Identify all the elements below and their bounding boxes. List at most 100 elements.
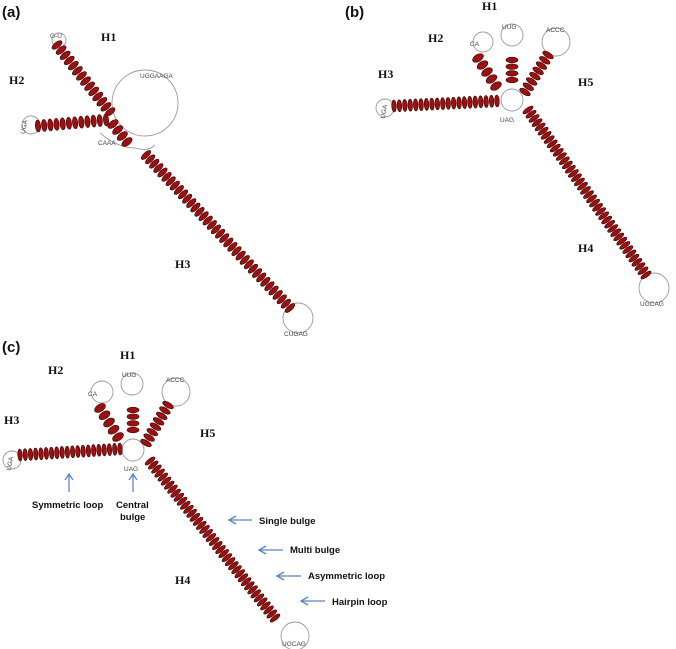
- base-pair-bead: [505, 70, 519, 77]
- nt-a-h1-cap: G-U: [50, 33, 62, 40]
- base-pair-bead: [149, 158, 160, 169]
- base-pair-bead: [202, 529, 213, 538]
- base-pair-bead: [143, 433, 155, 442]
- base-pair-bead: [604, 220, 616, 229]
- base-pair-bead: [84, 81, 95, 91]
- base-pair-bead: [170, 488, 181, 498]
- base-pair-bead: [625, 249, 637, 259]
- nt-b-junction: UAG: [500, 117, 514, 124]
- base-pair-bead: [260, 276, 271, 287]
- base-pair-bead: [256, 272, 267, 283]
- base-pair-bead: [112, 432, 124, 442]
- base-pair-bead: [561, 160, 573, 170]
- helix-b-h2: [472, 53, 502, 91]
- base-pair-bead: [558, 156, 570, 165]
- base-pair-bead: [70, 445, 76, 459]
- label-multi-bulge: Multi bulge: [290, 545, 340, 556]
- base-pair-bead: [212, 541, 223, 550]
- base-pair-bead: [59, 117, 66, 131]
- base-pair-bead: [169, 180, 180, 191]
- base-pair-bead: [199, 525, 210, 534]
- base-pair-bead: [537, 126, 549, 136]
- base-pair-bead: [546, 139, 558, 149]
- base-pair-bead: [266, 609, 277, 619]
- base-pair-bead: [27, 448, 34, 461]
- base-pair-bead: [402, 99, 408, 112]
- base-pair-bead: [98, 410, 111, 420]
- base-pair-bead: [202, 215, 213, 226]
- base-pair-bead: [467, 96, 473, 109]
- base-pair-bead: [107, 119, 119, 129]
- base-pair-bead: [51, 40, 63, 50]
- base-pair-bead: [552, 148, 564, 157]
- base-pair-bead: [637, 266, 649, 275]
- panel-b-h2-label: H2: [428, 31, 443, 45]
- base-pair-bead: [543, 135, 555, 144]
- base-pair-bead: [54, 446, 60, 460]
- base-pair-bead: [264, 281, 275, 291]
- base-pair-bead: [43, 447, 49, 460]
- panel-a-h3-hairpin: [282, 302, 314, 334]
- nt-c-h3-cap: UGA: [6, 456, 15, 472]
- panel-c-h5-label: H5: [200, 426, 215, 440]
- base-pair-bead: [17, 448, 23, 462]
- base-pair-bead: [112, 125, 124, 135]
- base-pair-bead: [33, 447, 39, 461]
- panel-b-label: (b): [345, 4, 364, 21]
- base-pair-bead: [478, 95, 484, 109]
- base-pair-bead: [167, 484, 178, 494]
- helix-a-h1b: [107, 119, 133, 147]
- base-pair-bead: [148, 460, 159, 470]
- base-pair-bead: [173, 185, 184, 195]
- base-pair-bead: [505, 76, 519, 84]
- panel-b-h4-label: H4: [578, 241, 593, 255]
- helix-c-h5: [140, 400, 174, 448]
- base-pair-bead: [141, 150, 151, 160]
- base-pair-bead: [252, 268, 263, 278]
- label-hairpin-loop: Hairpin loop: [332, 597, 388, 608]
- nt-c-h5-cap: ACCC: [166, 377, 185, 384]
- panel-b-h1-hairpin: [500, 23, 524, 47]
- base-pair-bead: [64, 445, 70, 459]
- base-pair-bead: [613, 232, 625, 242]
- base-pair-bead: [145, 154, 156, 165]
- base-pair-bead: [88, 86, 99, 96]
- base-pair-bead: [276, 294, 287, 305]
- arrowhead-symmetric-loop: [64, 472, 74, 481]
- base-pair-bead: [549, 143, 561, 153]
- panel-b-h2-hairpin: [472, 31, 494, 53]
- nt-b-h1-cap: UUG: [502, 24, 516, 31]
- base-pair-bead: [63, 55, 75, 66]
- base-pair-bead: [640, 270, 652, 280]
- base-pair-bead: [529, 71, 541, 81]
- base-pair-bead: [239, 255, 250, 265]
- panel-c-h3-label: H3: [4, 413, 19, 427]
- base-pair-bead: [580, 186, 591, 195]
- base-pair-bead: [221, 553, 233, 563]
- base-pair-bead: [215, 228, 226, 239]
- base-pair-bead: [525, 110, 537, 119]
- base-pair-bead: [80, 76, 91, 86]
- base-pair-bead: [505, 56, 519, 64]
- base-pair-bead: [126, 420, 140, 427]
- base-pair-bead: [525, 77, 538, 86]
- base-pair-bead: [186, 198, 197, 208]
- base-pair-bead: [243, 259, 254, 270]
- base-pair-bead: [592, 203, 603, 212]
- nt-a-multiloop: UGGAAGA: [140, 73, 174, 80]
- base-pair-bead: [555, 152, 567, 161]
- helix-a-h1: [51, 40, 116, 117]
- arrowhead-single-bulge: [227, 515, 237, 525]
- base-pair-bead: [215, 545, 226, 554]
- base-pair-bead: [59, 446, 65, 459]
- base-pair-bead: [164, 480, 175, 490]
- base-pair-bead: [634, 262, 646, 271]
- helix-b-h1: [505, 56, 519, 84]
- base-pair-bead: [22, 448, 28, 461]
- base-pair-bead: [78, 115, 85, 129]
- nt-a-junction: CAAA: [98, 140, 116, 147]
- base-pair-bead: [571, 173, 582, 182]
- base-pair-bead: [161, 172, 172, 182]
- helix-c-h2: [94, 403, 124, 442]
- base-pair-bead: [534, 122, 546, 132]
